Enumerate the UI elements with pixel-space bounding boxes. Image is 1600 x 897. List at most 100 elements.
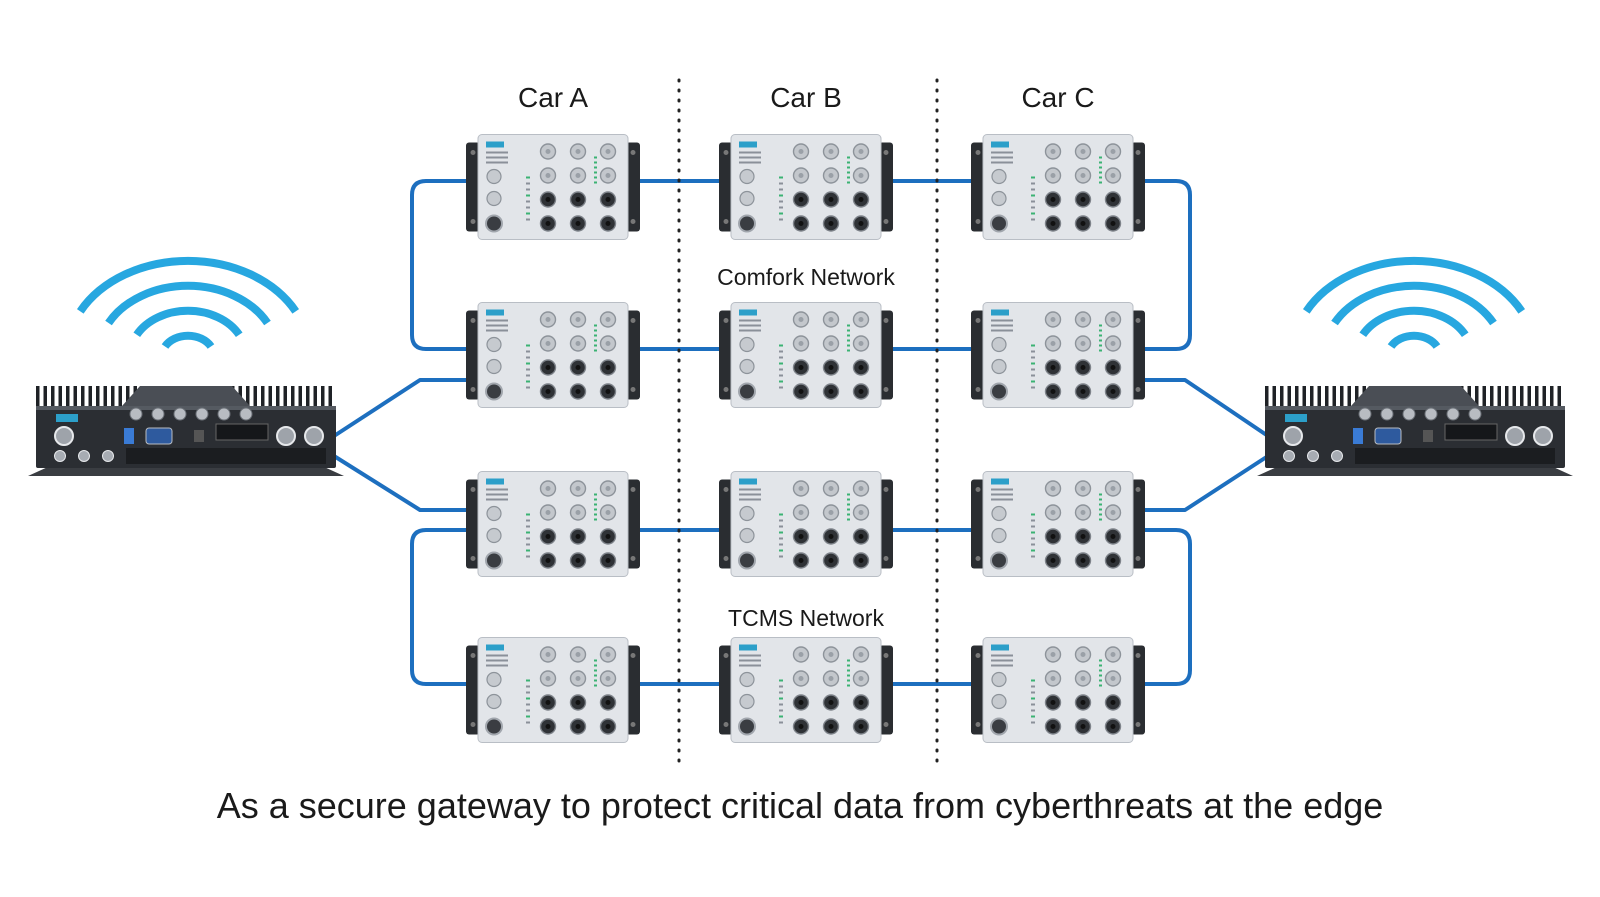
port-pin-icon	[605, 534, 611, 539]
led-icon	[1099, 513, 1102, 516]
port-pin-icon	[1110, 676, 1116, 681]
screw-icon	[1135, 387, 1141, 392]
port-pin-icon	[575, 149, 581, 154]
tcms-ring-left	[410, 528, 555, 686]
port-pin-icon	[1110, 534, 1116, 539]
screw-icon	[723, 150, 729, 155]
brand-logo	[739, 141, 757, 148]
port-pin-icon	[828, 389, 834, 394]
led-icon	[779, 362, 783, 365]
led-icon	[1031, 362, 1035, 365]
label-line	[739, 493, 761, 496]
screw-icon	[975, 387, 981, 392]
led-icon	[1031, 194, 1035, 197]
port-pin-icon	[545, 389, 551, 394]
led-icon	[526, 206, 530, 209]
port-pin-icon	[545, 221, 551, 226]
led-icon	[1031, 212, 1035, 215]
sim-slot-icon	[215, 423, 269, 441]
heat-sink-fin	[1497, 386, 1501, 406]
tcms-ring-right	[1056, 528, 1192, 686]
label-line	[486, 161, 508, 164]
comfort-ring-right	[1056, 179, 1192, 351]
port-pin-icon	[575, 197, 581, 202]
port-pin-icon	[1050, 676, 1056, 681]
hdmi-port-icon	[1423, 430, 1433, 442]
led-icon	[1031, 679, 1035, 682]
label-line	[486, 151, 508, 154]
drive-tray	[126, 448, 326, 464]
screw-icon	[883, 318, 889, 323]
port-pin-icon	[605, 197, 611, 202]
port-icon	[991, 168, 1007, 185]
port-pin-icon	[858, 173, 864, 178]
led-icon	[1099, 161, 1102, 164]
screw-icon	[723, 722, 729, 727]
led-icon	[1099, 508, 1102, 511]
port-icon	[486, 336, 502, 353]
port-pin-icon	[858, 341, 864, 346]
mounting-bracket	[971, 310, 985, 400]
brand-logo	[486, 644, 504, 651]
port-icon	[486, 527, 502, 544]
label-line	[486, 664, 508, 667]
led-icon	[526, 362, 530, 365]
heat-sink-fin	[283, 386, 287, 406]
led-icon	[847, 161, 850, 164]
led-icon	[847, 493, 850, 496]
heat-sink-fin	[321, 386, 325, 406]
usb-port-icon	[124, 428, 134, 444]
led-icon	[779, 703, 783, 706]
heat-sink-fin	[291, 386, 295, 406]
vga-port-icon	[1374, 427, 1402, 445]
comfort-network-label: Comfork Network	[717, 264, 895, 290]
port-icon	[739, 168, 755, 185]
port-pin-icon	[798, 221, 804, 226]
port-pin-icon	[1080, 558, 1086, 563]
led-icon	[1031, 182, 1035, 185]
led-icon	[779, 374, 783, 377]
screw-icon	[975, 653, 981, 658]
port-pin-icon	[798, 173, 804, 178]
screw-icon	[975, 722, 981, 727]
port-pin-icon	[1080, 341, 1086, 346]
port-pin-icon	[545, 486, 551, 491]
led-icon	[1031, 513, 1035, 516]
port-pin-icon	[828, 676, 834, 681]
port-pin-icon	[858, 700, 864, 705]
screw-icon	[723, 318, 729, 323]
led-icon	[594, 684, 597, 687]
label-line	[486, 654, 508, 657]
port-pin-icon	[1080, 510, 1086, 515]
port-icon	[991, 671, 1007, 688]
diagram-caption: As a secure gateway to protect critical …	[216, 785, 1384, 826]
port-pin-icon	[1080, 197, 1086, 202]
port-icon	[739, 527, 755, 544]
led-icon	[847, 156, 850, 159]
antenna-connector-icon	[1358, 407, 1372, 421]
label-line	[991, 324, 1013, 327]
heat-sink-fin	[1550, 386, 1554, 406]
port-pin-icon	[798, 534, 804, 539]
screw-icon	[470, 722, 476, 727]
heat-sink-fin	[306, 386, 310, 406]
switch-body	[982, 134, 1134, 240]
led-icon	[526, 703, 530, 706]
screw-icon	[470, 150, 476, 155]
led-icon	[847, 334, 850, 337]
port-pin-icon	[545, 197, 551, 202]
port-pin-icon	[798, 558, 804, 563]
port-pin-icon	[545, 149, 551, 154]
mounting-bracket	[971, 645, 985, 735]
m12-port-icon	[54, 426, 74, 446]
led-icon	[1031, 685, 1035, 688]
port-pin-icon	[545, 510, 551, 515]
led-icon	[1099, 349, 1102, 352]
screw-icon	[975, 150, 981, 155]
mounting-bracket	[719, 645, 733, 735]
led-icon	[526, 380, 530, 383]
power-port-icon	[485, 717, 503, 736]
screw-icon	[630, 487, 636, 492]
led-icon	[847, 664, 850, 667]
label-line	[739, 659, 761, 662]
